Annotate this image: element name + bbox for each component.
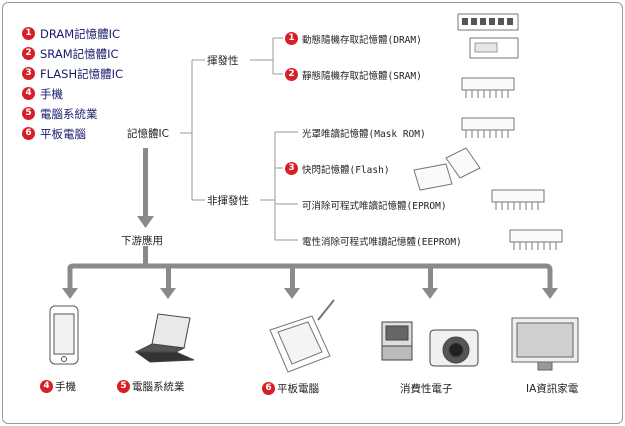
laptop-icon [134,313,195,363]
legend-marker: 4 [22,87,35,100]
eprom-chip-icon [491,189,545,210]
sram-label: 靜態隨機存取記憶體(SRAM) [302,71,422,82]
app-marker-tablet: 6 [262,382,275,395]
app-marker-phone: 4 [40,380,53,393]
legend-item-label: 平板電腦 [40,127,86,141]
dram-marker: 1 [285,32,298,45]
legend-marker: 5 [22,107,35,120]
mobile-phone-icon [49,305,79,365]
app-label-computer: 電腦系統業 [132,381,185,393]
camera-console-icon [381,321,479,367]
legend-marker: 2 [22,47,35,60]
legend-item-label: DRAM記憶體IC [40,27,121,41]
maskrom-chip-icon [461,117,515,138]
app-marker-computer: 5 [117,380,130,393]
nonvolatile-node-label: 非揮發性 [207,195,249,207]
volatile-node-label: 揮發性 [207,55,239,67]
legend-marker: 3 [22,67,35,80]
app-label-phone: 手機 [55,381,76,393]
maskrom-label: 光罩唯讀記憶體(Mask ROM) [302,129,426,140]
dram-label: 動態隨機存取記憶體(DRAM) [302,35,422,46]
sram-chip-icon [461,77,515,98]
flash-label: 快閃記憶體(Flash) [302,165,390,176]
dram-module-icon [457,13,519,59]
eeprom-label: 電性消除可程式唯讀記憶體(EEPROM) [302,237,462,248]
sram-marker: 2 [285,68,298,81]
app-label-consumer: 消費性電子 [400,383,453,395]
flash-chip-icon [413,147,481,191]
legend-item-label: 手機 [40,87,63,101]
app-label-appliance: IA資訊家電 [526,383,579,395]
legend-marker: 6 [22,127,35,140]
legend-marker: 1 [22,27,35,40]
legend-item-label: 電腦系統業 [40,107,98,121]
root-node-label: 記憶體IC [127,128,169,140]
flash-marker: 3 [285,162,298,175]
legend-item-label: FLASH記憶體IC [40,67,124,81]
eprom-label: 可消除可程式唯讀記憶體(EPROM) [302,201,447,212]
downstream-label: 下游應用 [121,235,163,247]
app-label-tablet: 平板電腦 [277,383,319,395]
eeprom-chip-icon [509,229,563,250]
tablet-icon [269,299,335,373]
television-icon [511,317,579,371]
legend-item-label: SRAM記憶體IC [40,47,119,61]
